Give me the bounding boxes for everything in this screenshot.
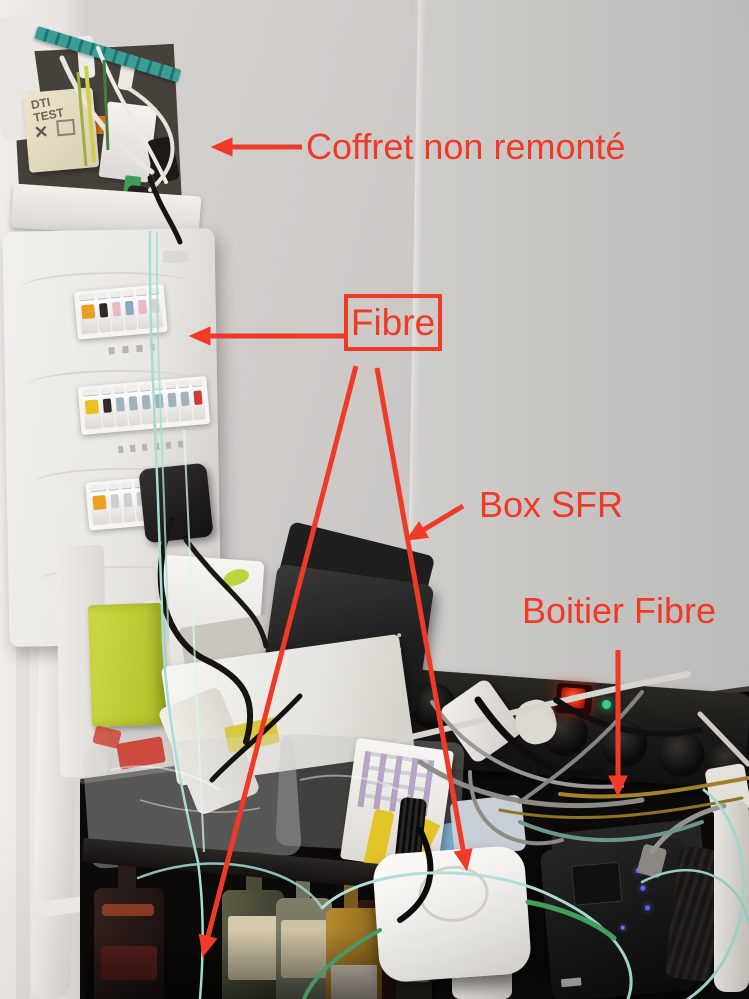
ont-led-blue (644, 905, 651, 911)
white-roll-right (714, 800, 749, 992)
strip-switch-red (554, 682, 594, 716)
coffret-label: Coffret non remonté (306, 126, 626, 167)
breaker (148, 293, 164, 329)
ont-led-blue (640, 885, 646, 891)
breaker-row-2 (77, 375, 211, 435)
panel-icons-2 (117, 440, 185, 454)
panel-window (162, 250, 189, 264)
fibre-label-box: Fibre (344, 294, 442, 351)
ont-screen (571, 861, 623, 906)
switch-glow (560, 687, 586, 709)
box-sfr-label: Box SFR (479, 484, 624, 525)
fibre-label: Fibre (350, 301, 436, 343)
smart-hub (371, 844, 533, 984)
hub-ring (416, 863, 491, 925)
strip-led-green (602, 700, 611, 709)
dti-cross-mark: ✕ (33, 122, 50, 143)
breaker-row-1 (73, 283, 168, 340)
leaf-mark (221, 566, 251, 589)
dti-square-mark (55, 119, 76, 137)
breaker (190, 385, 206, 421)
breaker-main-switch (78, 298, 99, 335)
outlet (656, 729, 707, 779)
ont-led-blue (620, 925, 625, 930)
power-adapter (138, 462, 214, 544)
breaker-main-switch (89, 489, 110, 526)
ont-brand-label (560, 977, 582, 988)
right-wall (415, 0, 749, 760)
bottle-liquid-line (102, 904, 154, 916)
lime-box (87, 602, 167, 728)
boitier-fibre-label: Boitier Fibre (522, 590, 717, 631)
dti-test-box: DTI TEST ✕ (22, 87, 100, 173)
breaker-main-switch (82, 394, 103, 430)
wall-pipe-thin (16, 560, 30, 999)
panel-icons-1 (108, 343, 155, 355)
outlet (599, 719, 649, 769)
